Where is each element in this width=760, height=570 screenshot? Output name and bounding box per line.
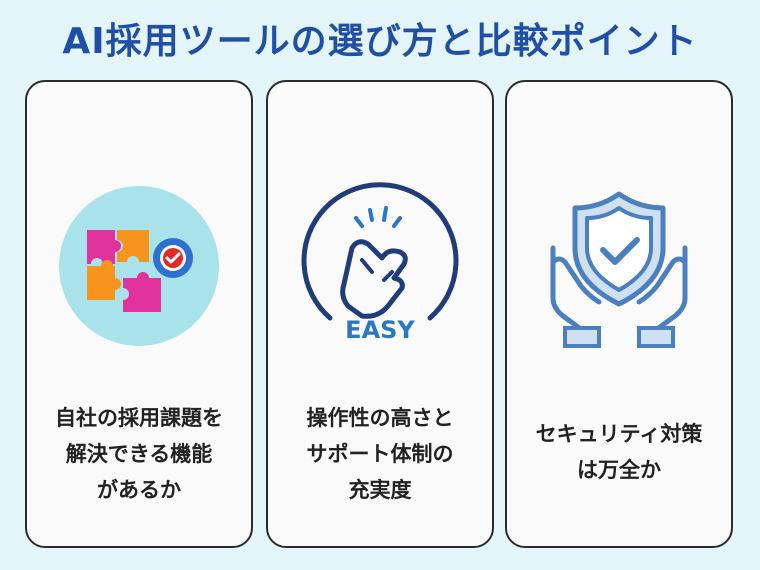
easy-badge-text: EASY: [345, 316, 415, 344]
card-label: 自社の採用課題を 解決できる機能 があるか: [27, 400, 251, 508]
card-label-line: 充実度: [348, 478, 412, 502]
card-label-line: 解決できる機能: [65, 442, 213, 466]
card-label-line: セキュリティ対策: [535, 422, 703, 446]
easy-hand-icon: EASY: [301, 182, 459, 344]
card-usability-support: EASY 操作性の高さと サポート体制の 充実度: [266, 80, 494, 548]
card-label-line: 自社の採用課題を: [55, 406, 223, 430]
card-label-line: サポート体制の: [306, 442, 454, 466]
shield-hands-icon: [550, 191, 688, 348]
card-security: セキュリティ対策 は万全か: [505, 80, 733, 548]
card-feature-fit: 自社の採用課題を 解決できる機能 があるか: [25, 80, 253, 548]
card-label: セキュリティ対策 は万全か: [507, 416, 731, 488]
puzzle-check-icon: [59, 186, 219, 346]
card-label: 操作性の高さと サポート体制の 充実度: [268, 400, 492, 508]
card-label-line: 操作性の高さと: [306, 406, 454, 430]
card-label-line: があるか: [97, 478, 181, 502]
card-label-line: は万全か: [577, 458, 661, 482]
page-title: AI採用ツールの選び方と比較ポイント: [62, 21, 698, 62]
